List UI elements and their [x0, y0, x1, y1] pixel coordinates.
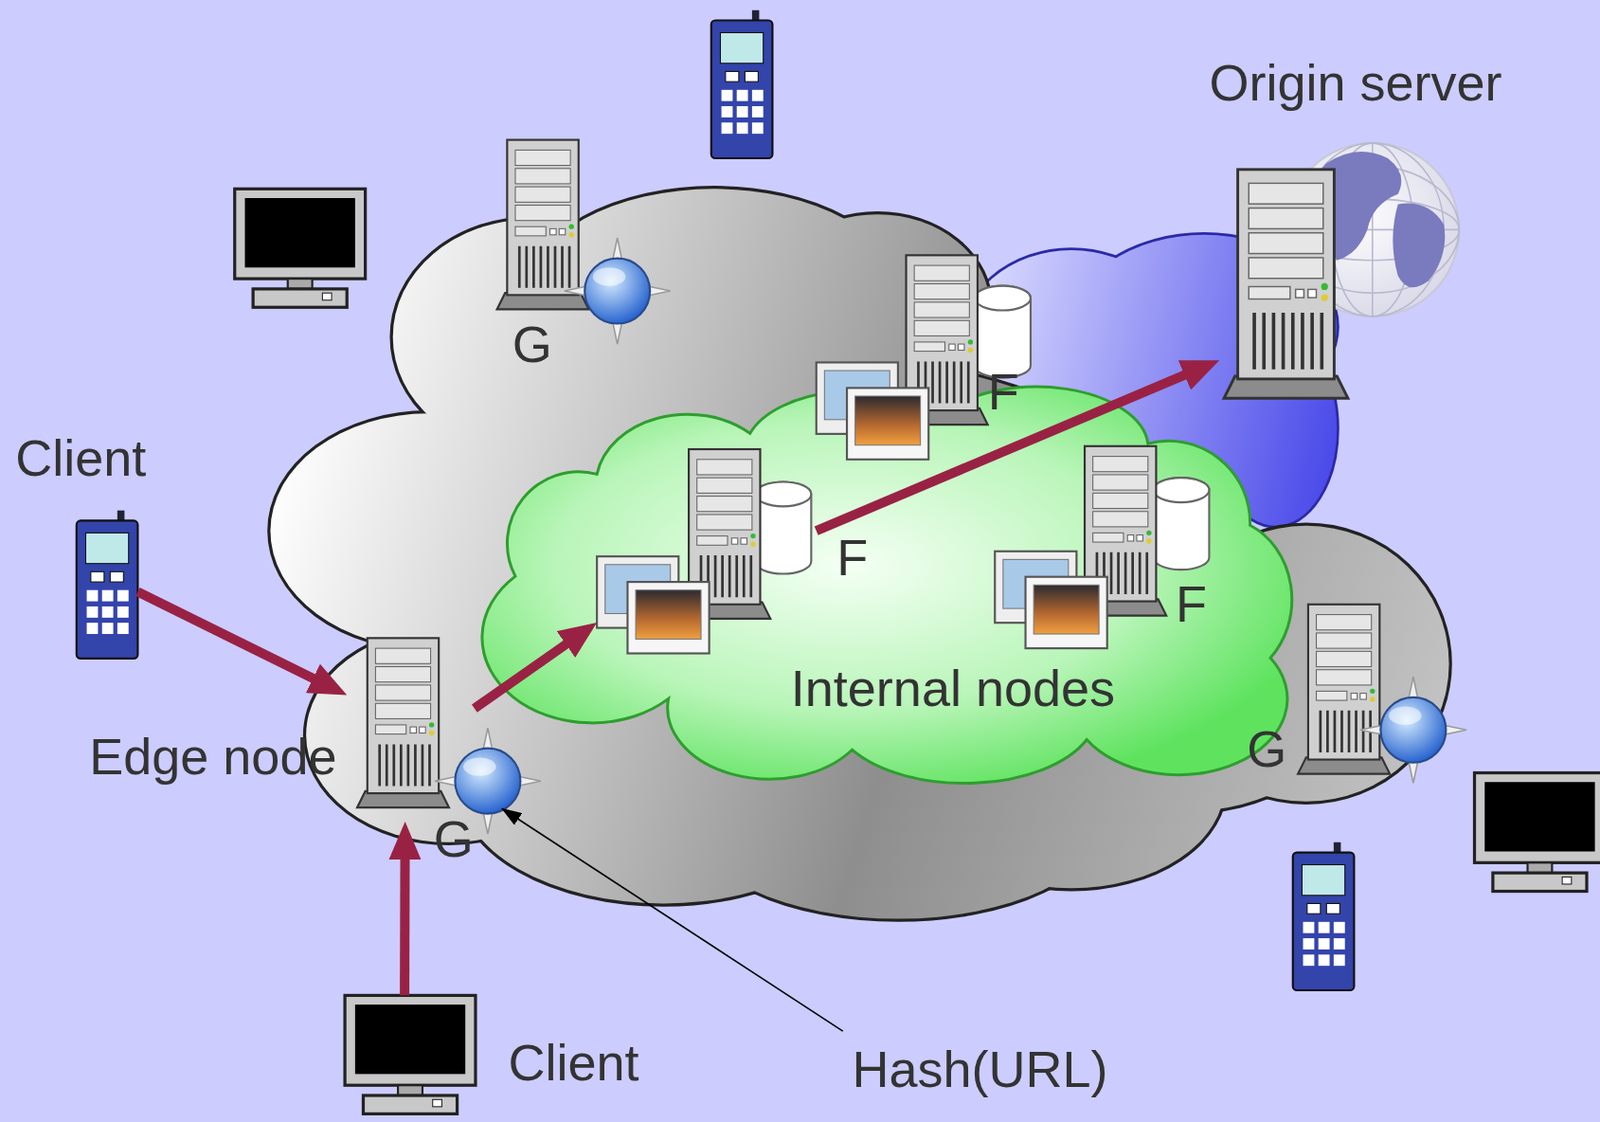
server-icon: [497, 140, 671, 344]
server-icon: [357, 637, 541, 834]
region-label: Internal nodes: [791, 658, 1115, 718]
node-label: G: [433, 808, 474, 868]
edge-server: G: [1240, 602, 1384, 776]
monitor-icon: [1474, 773, 1600, 892]
node-label: G: [1246, 719, 1287, 778]
monitor-icon: [234, 188, 366, 307]
node-label: Edge node: [89, 726, 337, 786]
flow-arrow: [474, 638, 575, 708]
node-label: Origin server: [1208, 53, 1502, 112]
cache-server: F: [596, 449, 817, 653]
node-label: F: [836, 527, 868, 587]
server-icon: [1297, 604, 1467, 784]
node-label: G: [512, 314, 553, 374]
cache-server: F: [816, 254, 971, 465]
monitor-icon: [344, 994, 476, 1114]
gray-cloud: [269, 188, 1449, 918]
node-label: F: [1175, 574, 1207, 633]
globe: [1285, 143, 1459, 317]
node-label: Client: [15, 428, 146, 487]
phone-icon: [711, 10, 774, 159]
node-label: Client: [507, 1032, 639, 1092]
client-device: Client: [76, 510, 139, 659]
client-device: Client: [344, 994, 478, 1115]
cache-server-icon: [816, 254, 1031, 459]
cache-server: F: [994, 446, 1164, 650]
cloud-region: Internal nodesFFF: [515, 402, 1301, 760]
node-label: F: [988, 361, 1020, 421]
edge-server: Edge nodeG: [346, 632, 475, 822]
phone-icon: [1293, 842, 1355, 990]
phone-icon: [76, 510, 139, 659]
flow-arrow: [399, 849, 410, 995]
cache-server-icon: [994, 446, 1209, 648]
blue-cloud: [959, 234, 1338, 526]
leader-line: [502, 808, 844, 1031]
origin-server: Origin server: [1219, 168, 1357, 409]
origin-server-icon: [1223, 169, 1349, 398]
edge-server: G: [500, 137, 588, 311]
cache-server-icon: [596, 449, 811, 653]
flow-arrow: [137, 591, 322, 683]
callout-label: Hash(URL): [851, 1039, 1108, 1098]
